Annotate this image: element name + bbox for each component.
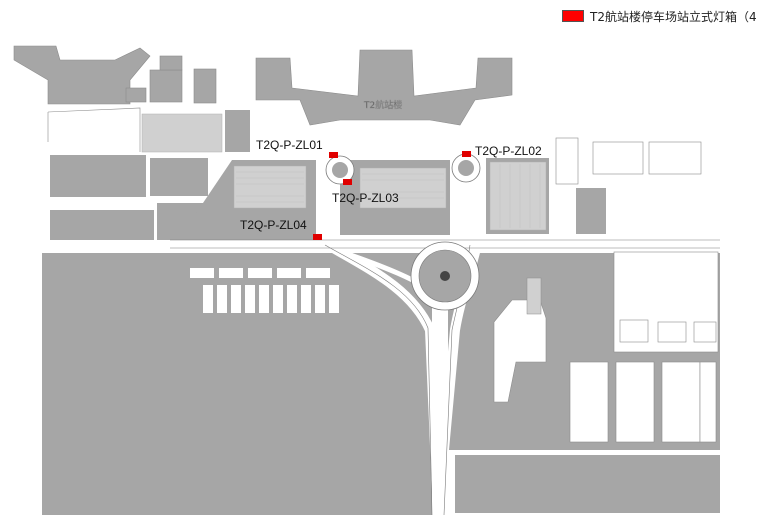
marker-zl04[interactable]	[313, 234, 322, 240]
left-terminal-cluster	[13, 45, 217, 105]
stand-markers	[313, 151, 471, 240]
right-blocks	[555, 137, 719, 443]
legend-text: T2航站楼停车场站立式灯箱（4块）	[590, 9, 757, 24]
marker-label-zl01: T2Q-P-ZL01	[256, 138, 323, 152]
terminal-label: T2航站楼	[363, 99, 402, 111]
t2-terminal-building: T2航站楼	[255, 49, 513, 126]
legend: T2航站楼停车场站立式灯箱（4块）	[562, 8, 757, 24]
marker-zl02[interactable]	[462, 151, 471, 157]
parking-structures	[141, 113, 547, 231]
marker-zl01[interactable]	[329, 152, 338, 158]
marker-label-zl02: T2Q-P-ZL02	[475, 144, 542, 158]
parking-hatch	[236, 164, 541, 228]
marker-zl03[interactable]	[343, 179, 352, 185]
left-outline	[47, 107, 141, 152]
roundabouts	[325, 153, 481, 311]
legend-swatch	[562, 10, 584, 22]
marker-label-zl04: T2Q-P-ZL04	[240, 218, 307, 232]
marker-label-zl03: T2Q-P-ZL03	[332, 191, 399, 205]
marker-labels: T2Q-P-ZL01 T2Q-P-ZL02 T2Q-P-ZL03 T2Q-P-Z…	[240, 138, 542, 232]
parking-bays	[190, 268, 339, 313]
transport-center	[493, 277, 547, 403]
